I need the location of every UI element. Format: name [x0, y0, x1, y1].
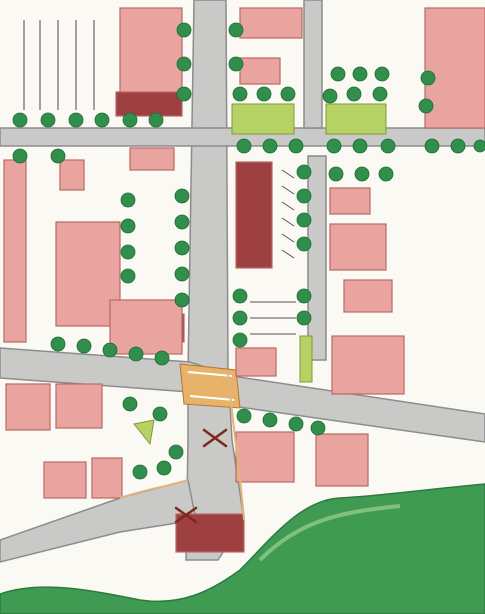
building-north-right: [424, 7, 485, 129]
building-south-dark: [175, 513, 245, 553]
lawns: [133, 103, 387, 446]
building-southwest-1: [5, 383, 51, 431]
crossing-marks: [174, 428, 228, 524]
parking-stalls: [250, 169, 296, 335]
building-east-3: [343, 279, 393, 313]
buildings: [3, 7, 485, 553]
building-west-lower: [109, 299, 183, 355]
building-east-4: [331, 335, 405, 395]
building-north-left: [119, 7, 183, 105]
parking-lot-top-left: [23, 20, 95, 110]
building-west-edge: [3, 159, 27, 343]
building-south-east: [315, 433, 369, 487]
waterfront: [0, 483, 485, 614]
east-parking-road: [307, 155, 327, 361]
building-west-small-2: [129, 147, 175, 171]
sidewalk-accents: [119, 371, 245, 521]
street-trees: [12, 22, 485, 480]
building-center-dark: [235, 161, 273, 269]
water-body: [0, 483, 485, 614]
building-southwest-4: [91, 457, 123, 499]
building-center-mid: [235, 347, 277, 377]
lawn-north-center: [231, 103, 295, 135]
water-highlight: [258, 504, 401, 562]
building-north-left-shadow: [115, 91, 183, 117]
building-east-1: [329, 187, 371, 215]
lawn-strip: [299, 335, 313, 383]
building-west-small: [59, 159, 85, 191]
lawn-north-right: [325, 103, 387, 135]
building-south-center: [235, 431, 295, 483]
building-southwest-2: [55, 383, 103, 429]
building-west-large: [55, 221, 121, 327]
building-north-center: [239, 7, 303, 39]
lawn-triangle: [133, 419, 155, 446]
building-southwest-3: [43, 461, 87, 499]
north-cross-road: [303, 0, 323, 129]
building-north-center-2: [239, 57, 281, 85]
building-east-2: [329, 223, 387, 271]
intersection-plaza: [179, 363, 241, 409]
